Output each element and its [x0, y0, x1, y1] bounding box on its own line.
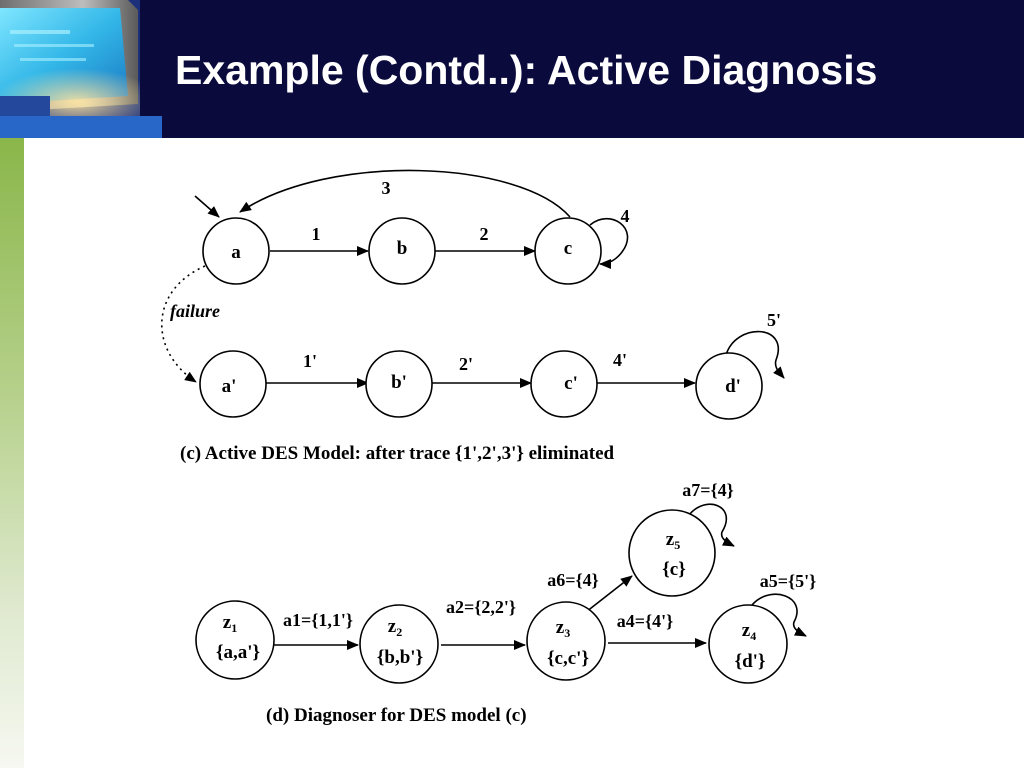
diagnoser-state-z4-set: {d'} [735, 651, 766, 672]
diagnoser-state-z5 [628, 509, 716, 597]
loop-dp-label: 5' [767, 310, 781, 330]
diagnoser-state-z4 [708, 604, 788, 684]
state-c-prime-label: c' [564, 373, 578, 394]
diagnoser-state-z3-label: z3 [556, 617, 570, 640]
caption-c: (c) Active DES Model: after trace {1',2'… [180, 443, 615, 464]
loop-c [589, 217, 629, 269]
edge-c-a [239, 169, 571, 218]
loop-c-label: 4 [621, 206, 630, 226]
edge-z3-z5-label: a6={4} [547, 570, 598, 590]
edge-cp-dp-label: 4' [613, 350, 627, 370]
diagnoser-state-z3-set: {c,c'} [547, 648, 589, 669]
state-b-prime-label: b' [391, 372, 407, 393]
edge-failure [161, 265, 206, 383]
state-a-prime-label: a' [222, 376, 237, 397]
active-des-model: a b c a' b' c' d' 1 2 3 4 failure 1' 2' … [161, 169, 785, 464]
loop-z5 [688, 503, 735, 547]
edge-b-c-label: 2 [480, 224, 489, 244]
header-accent-band [0, 116, 162, 138]
diagnoser-state-z2-set: {b,b'} [377, 647, 423, 668]
state-a-label: a [231, 242, 241, 263]
diagnoser-state-z4-label: z4 [742, 620, 756, 643]
loop-z4-label: a5={5'} [760, 571, 816, 591]
edge-z3-z4-label: a4={4'} [617, 611, 673, 631]
loop-z4 [751, 593, 807, 637]
diagnoser-state-z3 [526, 601, 606, 681]
edge-z3-z5 [585, 575, 633, 613]
edge-c-a-label: 3 [382, 178, 391, 198]
slide-title: Example (Contd..): Active Diagnosis [175, 47, 878, 93]
edge-ap-bp-label: 1' [303, 351, 317, 371]
left-accent-bar [0, 138, 24, 768]
edge-a-b-label: 1 [312, 224, 321, 244]
state-c-label: c [564, 238, 572, 259]
state-a [202, 217, 270, 285]
loop-z5-label: a7={4} [682, 480, 733, 500]
slide-header: Example (Contd..): Active Diagnosis [0, 0, 1024, 138]
state-c [534, 217, 602, 285]
diagnoser-state-z1-set: {a,a'} [216, 642, 260, 663]
state-b [368, 217, 436, 285]
state-b-label: b [397, 238, 408, 259]
diagnoser-state-z2 [359, 604, 439, 684]
state-d-prime-label: d' [725, 376, 741, 397]
loop-dp [725, 330, 785, 379]
diagnoser-state-z5-set: {c} [662, 559, 685, 580]
diagnoser-state-z5-label: z5 [666, 529, 680, 552]
diagnoser-state-z1 [195, 600, 275, 680]
diagnoser-state-z2-label: z2 [388, 616, 402, 639]
computer-monitor-logo [0, 0, 140, 116]
diagnoser-state-z1-label: z1 [223, 612, 237, 635]
state-d-prime [695, 352, 763, 420]
state-c-prime [530, 350, 598, 418]
initial-arrow [194, 195, 220, 218]
edge-z1-z2-label: a1={1,1'} [283, 610, 353, 630]
state-b-prime [365, 350, 433, 418]
edge-z2-z3-label: a2={2,2'} [446, 597, 516, 617]
caption-d: (d) Diagnoser for DES model (c) [266, 705, 527, 726]
state-a-prime [199, 350, 267, 418]
failure-label: failure [170, 301, 220, 321]
diagnoser: z1 {a,a'} z2 {b,b'} z3 {c,c'} z4 {d'} z5… [195, 480, 816, 726]
edge-bp-cp-label: 2' [459, 354, 473, 374]
